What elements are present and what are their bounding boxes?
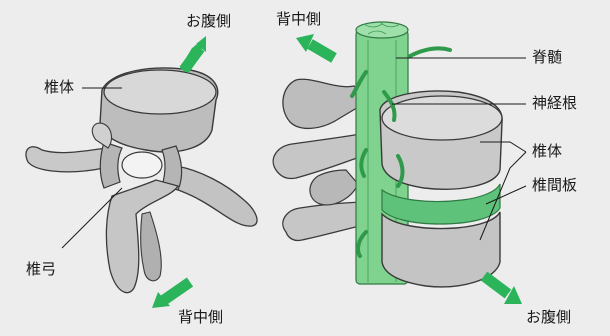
label-right-vertebral-body: 椎体 xyxy=(532,144,562,159)
left-body-top-face xyxy=(104,70,216,114)
left-vertebra xyxy=(26,36,257,308)
label-nerve-root: 神経根 xyxy=(532,96,577,111)
label-spinal-cord: 脊髄 xyxy=(532,50,562,65)
label-left-vertebral-body: 椎体 xyxy=(44,80,74,95)
label-right-abdomen: お腹側 xyxy=(526,310,571,325)
label-vertebral-arch: 椎弓 xyxy=(26,262,56,277)
label-intervertebral-disc: 椎間板 xyxy=(532,178,577,193)
label-right-back: 背中側 xyxy=(276,12,321,27)
label-left-abdomen: お腹側 xyxy=(186,14,231,29)
right-vertebral-column xyxy=(273,22,526,304)
left-spinal-canal xyxy=(122,152,162,178)
label-left-back: 背中側 xyxy=(178,310,223,325)
